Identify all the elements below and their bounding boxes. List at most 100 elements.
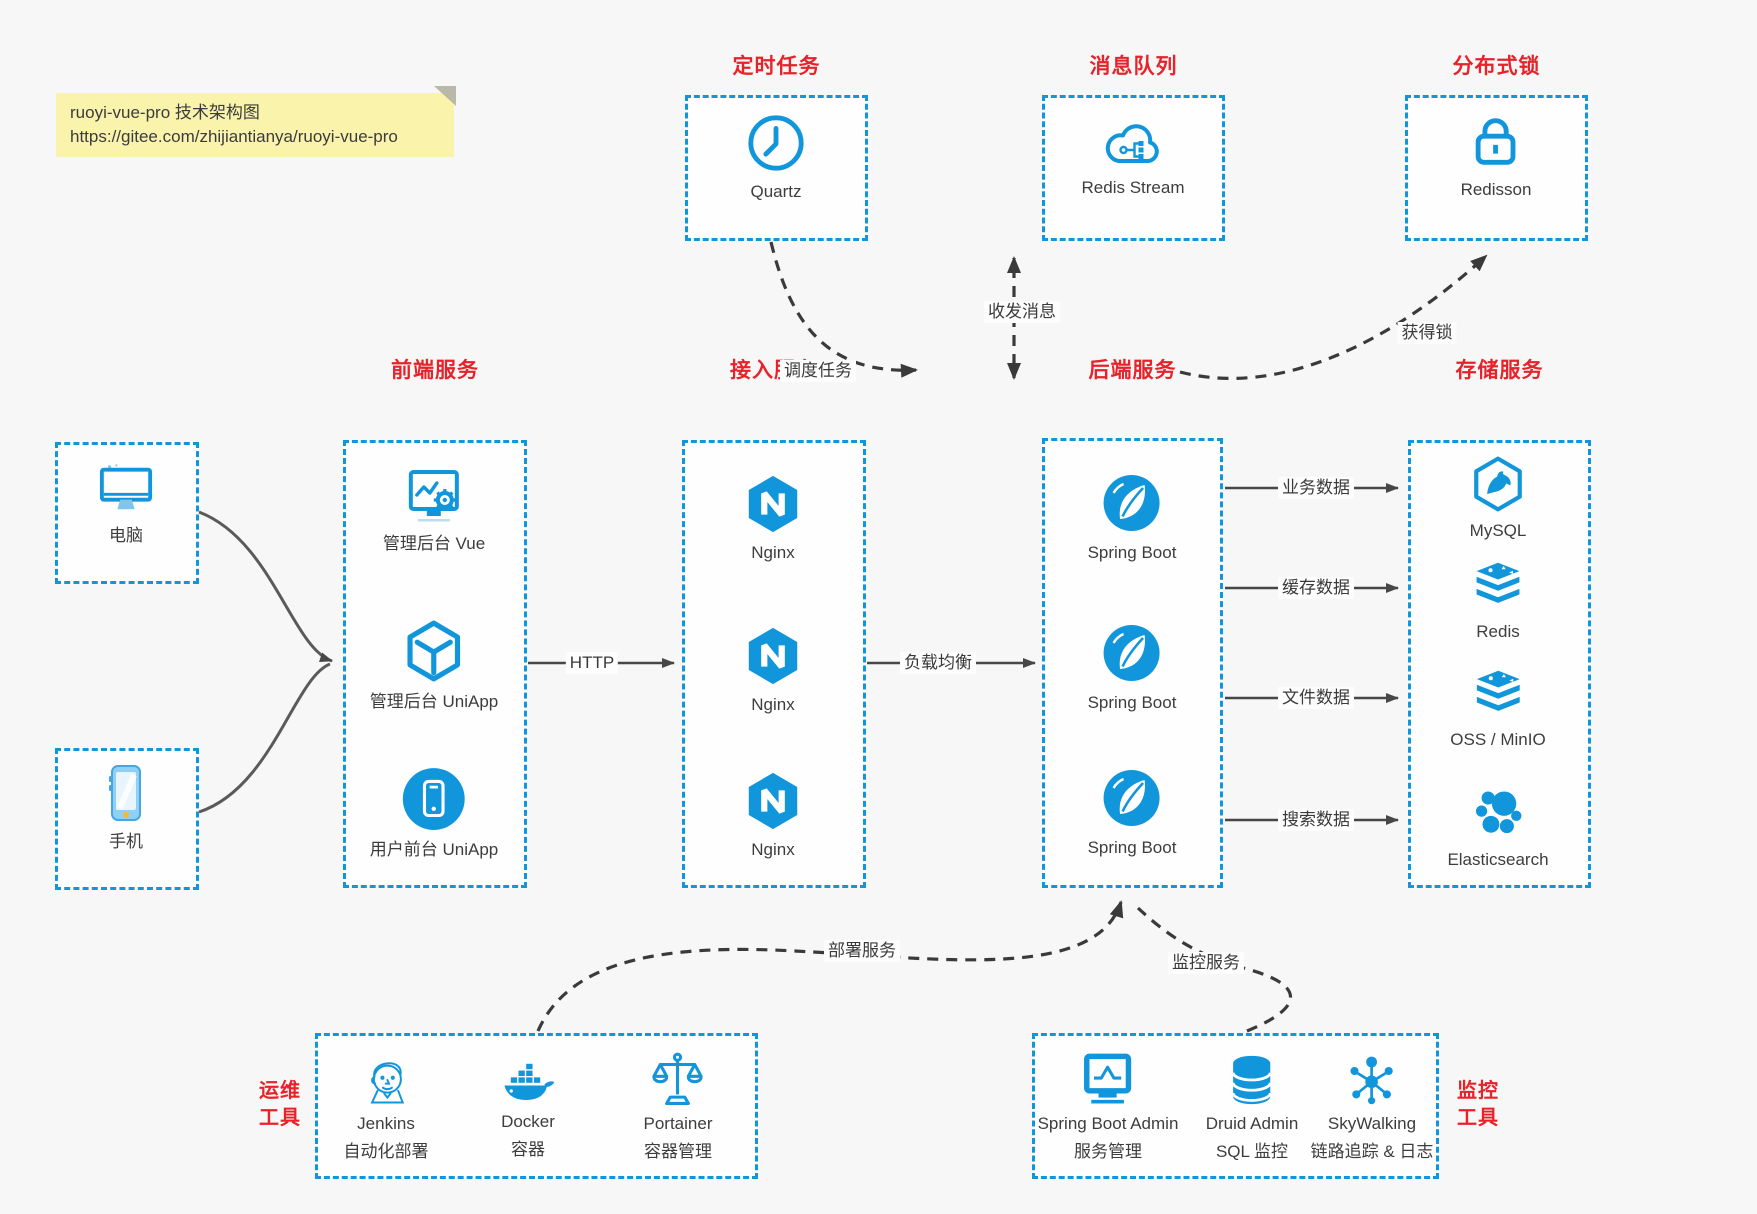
node-spring-boot-1: Spring Boot	[1087, 471, 1177, 563]
node-redis-stream: Redis Stream	[1081, 120, 1185, 198]
edge-label-cache-data: 缓存数据	[1278, 577, 1354, 599]
edge-label-file-data: 文件数据	[1278, 687, 1354, 709]
edge-label-search-data: 搜索数据	[1278, 809, 1354, 831]
edge-label-business-data: 业务数据	[1278, 477, 1354, 499]
node-label: Spring Boot	[1087, 693, 1177, 712]
edge-label-deploy-service: 部署服务	[824, 940, 900, 962]
cube-icon	[407, 620, 461, 682]
node-spring-boot-admin: Spring Boot Admin 服务管理	[1037, 1050, 1179, 1164]
node-label: 管理后台 UniApp	[369, 692, 499, 711]
clock-icon	[748, 115, 804, 171]
node-spring-boot-3: Spring Boot	[1087, 766, 1177, 858]
node-redisson: Redisson	[1460, 110, 1532, 200]
docker-whale-icon	[504, 1063, 555, 1101]
node-label: Nginx	[751, 543, 795, 562]
node-label: Spring Boot Admin	[1037, 1114, 1179, 1133]
node-oss-minio: OSS / MinIO	[1450, 668, 1546, 750]
redis-stack-icon	[1476, 562, 1520, 603]
title-storage-services: 存储服务	[1455, 359, 1544, 382]
node-phone: 手机	[98, 762, 154, 852]
edge-label-schedule-task: 调度任务	[780, 360, 856, 382]
node-mysql: MySQL	[1469, 455, 1527, 541]
node-label: Elasticsearch	[1447, 850, 1549, 869]
title-message-queue: 消息队列	[1089, 55, 1178, 78]
edge-label-http: HTTP	[565, 652, 619, 674]
edge-label-acquire-lock: 获得锁	[1397, 322, 1457, 344]
node-label: Jenkins	[357, 1114, 415, 1133]
box-computer	[55, 442, 199, 584]
node-desc: 容器	[511, 1140, 545, 1159]
node-nginx-3: Nginx	[742, 770, 804, 860]
box-message-queue	[1042, 95, 1225, 241]
arrow-deploy-service	[536, 900, 1124, 1032]
smartphone-icon	[109, 765, 141, 821]
sticky-note: ruoyi-vue-pro 技术架构图 https://gitee.com/zh…	[56, 93, 454, 157]
note-url: https://gitee.com/zhijiantianya/ruoyi-vu…	[70, 127, 398, 146]
edge-label-load-balance: 负载均衡	[900, 652, 976, 674]
database-icon	[1232, 1055, 1272, 1105]
lock-icon	[1476, 118, 1516, 165]
monitor-pulse-icon	[1084, 1053, 1132, 1104]
edge-label-send-receive-message: 收发消息	[984, 301, 1060, 323]
monitor-gear-icon	[409, 470, 459, 522]
node-desc: SQL 监控	[1215, 1142, 1289, 1161]
node-label: 管理后台 Vue	[382, 534, 486, 553]
node-label: MySQL	[1469, 521, 1527, 540]
nginx-hexagon-icon	[748, 772, 798, 830]
node-portainer: Portainer 容器管理	[643, 1050, 713, 1164]
title-distributed-lock: 分布式锁	[1452, 55, 1541, 78]
note-title: ruoyi-vue-pro 技术架构图	[70, 103, 260, 122]
spring-leaf-icon	[1104, 475, 1160, 531]
node-label: 用户前台 UniApp	[369, 840, 499, 859]
node-admin-vue: 管理后台 Vue	[383, 466, 485, 554]
node-nginx-1: Nginx	[742, 473, 804, 563]
node-spring-boot-2: Spring Boot	[1087, 621, 1177, 713]
mysql-dolphin-icon	[1474, 456, 1522, 512]
node-label: OSS / MinIO	[1450, 730, 1546, 749]
nginx-hexagon-icon	[748, 627, 798, 685]
title-monitor-tools: 监控 工具	[1457, 1080, 1499, 1129]
node-label: Quartz	[750, 182, 802, 201]
spring-leaf-icon	[1104, 770, 1160, 826]
arrow-schedule-task	[769, 241, 918, 378]
node-label: Redis Stream	[1081, 178, 1185, 197]
node-desc: 容器管理	[643, 1142, 712, 1161]
node-skywalking: SkyWalking 链路追踪 & 日志	[1310, 1052, 1434, 1164]
title-backend-services: 后端服务	[1088, 359, 1177, 382]
node-jenkins: Jenkins 自动化部署	[344, 1052, 429, 1164]
node-desc: 链路追踪 & 日志	[1310, 1142, 1434, 1161]
node-label: Druid Admin	[1205, 1114, 1299, 1133]
jenkins-butler-icon	[370, 1062, 404, 1104]
node-label: Spring Boot	[1087, 543, 1177, 562]
node-label: 手机	[109, 832, 143, 851]
node-docker: Docker 容器	[499, 1056, 557, 1162]
node-label: Redisson	[1460, 180, 1532, 199]
title-ops-tools: 运维 工具	[259, 1080, 301, 1129]
nginx-hexagon-icon	[748, 475, 798, 533]
node-label: Redis	[1476, 622, 1520, 641]
node-desc: 自动化部署	[343, 1142, 429, 1161]
scales-icon	[652, 1052, 704, 1106]
node-label: Spring Boot	[1087, 838, 1177, 857]
node-label: Nginx	[751, 840, 795, 859]
node-user-uniapp: 用户前台 UniApp	[370, 766, 498, 860]
edge-label-monitor-service: 监控服务	[1168, 952, 1244, 974]
arrow-computer-to-frontend	[198, 510, 333, 663]
node-computer: 电脑	[95, 462, 157, 546]
node-label: 电脑	[109, 526, 143, 545]
node-elasticsearch: Elasticsearch	[1447, 784, 1549, 870]
node-redis: Redis	[1468, 560, 1528, 642]
node-label: Docker	[501, 1112, 555, 1131]
node-label: Portainer	[643, 1114, 713, 1133]
node-quartz: Quartz	[745, 112, 807, 202]
node-nginx-2: Nginx	[742, 625, 804, 715]
elasticsearch-cluster-icon	[1475, 791, 1521, 834]
node-label: Nginx	[751, 695, 795, 714]
desktop-icon	[99, 464, 153, 510]
cloud-share-icon	[1106, 124, 1160, 163]
node-label: SkyWalking	[1327, 1114, 1417, 1133]
node-admin-uniapp: 管理后台 UniApp	[370, 618, 498, 712]
phone-circle-icon	[403, 768, 465, 830]
arrow-phone-to-frontend	[198, 662, 331, 814]
